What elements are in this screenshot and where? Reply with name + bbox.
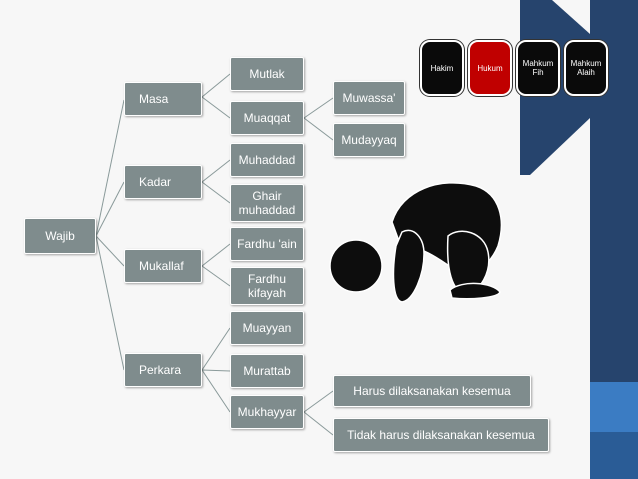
node-category-perkara: Perkara (124, 353, 202, 387)
side-band-lower (590, 432, 638, 479)
element-hakim: Hakim (420, 40, 464, 96)
node-muaqqat: Muaqqat (230, 101, 304, 135)
node-mukhayyar: Mukhayyar (230, 395, 304, 429)
node-category-mukallaf: Mukallaf (124, 249, 202, 283)
node-murattab: Murattab (230, 354, 304, 388)
node-category-masa: Masa (124, 82, 202, 116)
node-fardhu-ain: Fardhu 'ain (230, 227, 304, 261)
node-muwassa: Muwassa' (333, 81, 405, 115)
element-hukum: Hukum (468, 40, 512, 96)
side-band-accent (590, 382, 638, 432)
node-harus-dilaksanakan: Harus dilaksanakan kesemua (333, 375, 531, 407)
node-tidak-harus-dilaksanakan: Tidak harus dilaksanakan kesemua (333, 418, 549, 452)
node-mudayyaq: Mudayyaq (333, 123, 405, 157)
node-ghair-muhaddad: Ghair muhaddad (230, 184, 304, 222)
element-mahkum-fih: Mahkum Fih (516, 40, 560, 96)
node-root: Wajib (24, 218, 96, 254)
node-muayyan: Muayyan (230, 311, 304, 345)
node-muhaddad: Muhaddad (230, 143, 304, 177)
node-category-kadar: Kadar (124, 165, 202, 199)
node-mutlak: Mutlak (230, 57, 304, 91)
element-mahkum-alaih: Mahkum Alaih (564, 40, 608, 96)
node-fardhu-kifayah: Fardhu kifayah (230, 267, 304, 305)
